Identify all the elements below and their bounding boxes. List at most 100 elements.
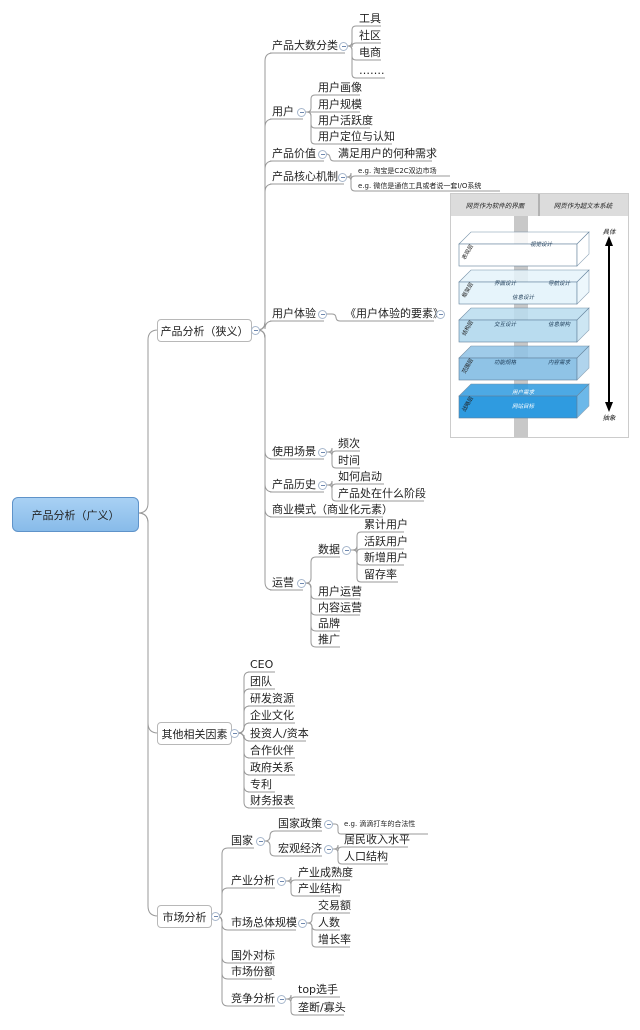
layer-front-face (458, 243, 578, 267)
collapse-toggle-icon[interactable] (436, 310, 445, 319)
category-item[interactable]: ……. (359, 64, 385, 77)
category-item[interactable]: 电商 (359, 46, 381, 59)
size-item[interactable]: 人数 (318, 916, 340, 929)
data-item[interactable]: 新增用户 (364, 551, 408, 564)
scenario-item[interactable]: 时间 (338, 454, 360, 467)
policy-example[interactable]: e.g. 滴滴打车的合法性 (344, 820, 416, 828)
operations-item[interactable]: 品牌 (318, 617, 340, 630)
collapse-toggle-icon[interactable] (256, 837, 265, 846)
user-item[interactable]: 用户画像 (318, 81, 362, 94)
connector-line (211, 847, 229, 917)
figure-header-right: 网页作为超文本系统 (554, 202, 614, 210)
branch-other-factors[interactable]: 其他相关因素 (157, 722, 232, 745)
data-item[interactable]: 累计用户 (364, 518, 408, 531)
connector-line (250, 329, 274, 518)
category-item[interactable]: 工具 (359, 12, 381, 25)
layer-cell-label: 内容需求 (548, 359, 572, 366)
collapse-toggle-icon[interactable] (338, 173, 347, 182)
industry-item[interactable]: 产业结构 (298, 882, 342, 895)
mechanism-example[interactable]: e.g. 淘宝是C2C双边市场 (358, 167, 437, 175)
country-policy[interactable]: 国家政策 (278, 817, 322, 830)
collapse-toggle-icon[interactable] (251, 326, 260, 335)
topic-ux[interactable]: 用户体验 (272, 307, 316, 320)
history-item[interactable]: 如何启动 (338, 470, 382, 483)
history-item[interactable]: 产品处在什么阶段 (338, 487, 426, 500)
industry-item[interactable]: 产业成熟度 (298, 866, 353, 879)
other-item[interactable]: 研发资源 (250, 692, 294, 705)
root-node[interactable]: 产品分析（广义） (12, 497, 139, 532)
connector-line (250, 52, 274, 331)
topic-business-model[interactable]: 商业模式（商业化元素） (272, 503, 393, 516)
collapse-toggle-icon[interactable] (324, 820, 333, 829)
category-item[interactable]: 社区 (359, 29, 381, 42)
layer-top-face (458, 231, 590, 245)
operations-data[interactable]: 数据 (318, 543, 340, 556)
collapse-toggle-icon[interactable] (277, 877, 286, 886)
ux-book[interactable]: 《用户体验的要素》 (345, 307, 444, 320)
size-item[interactable]: 增长率 (318, 933, 351, 946)
data-item[interactable]: 活跃用户 (364, 535, 408, 548)
topic-mechanism[interactable]: 产品核心机制 (272, 170, 338, 183)
market-size[interactable]: 市场总体规模 (231, 916, 297, 929)
collapse-toggle-icon[interactable] (298, 919, 307, 928)
label-abstract: 抽象 (603, 414, 617, 422)
operations-item[interactable]: 内容运营 (318, 601, 362, 614)
topic-history[interactable]: 产品历史 (272, 478, 316, 491)
data-item[interactable]: 留存率 (364, 568, 397, 581)
mechanism-example[interactable]: e.g. 微信是通信工具或者说一套I/O系统 (358, 182, 482, 190)
market-competition[interactable]: 竞争分析 (231, 992, 275, 1005)
collapse-toggle-icon[interactable] (318, 448, 327, 457)
market-share[interactable]: 市场份额 (231, 965, 275, 978)
market-industry[interactable]: 产业分析 (231, 874, 275, 887)
collapse-toggle-icon[interactable] (324, 845, 333, 854)
collapse-toggle-icon[interactable] (318, 481, 327, 490)
competition-item[interactable]: top选手 (298, 983, 339, 996)
user-item[interactable]: 用户活跃度 (318, 114, 373, 127)
market-country[interactable]: 国家 (231, 834, 253, 847)
connector-line (325, 153, 336, 162)
user-item[interactable]: 用户定位与认知 (318, 130, 395, 143)
collapse-toggle-icon[interactable] (297, 108, 306, 117)
other-item[interactable]: 财务报表 (250, 794, 294, 807)
branch-market-analysis[interactable]: 市场分析 (157, 905, 212, 928)
collapse-toggle-icon[interactable] (339, 42, 348, 51)
scenario-item[interactable]: 频次 (338, 437, 360, 450)
collapse-toggle-icon[interactable] (277, 995, 286, 1004)
layer-top-face (458, 307, 590, 321)
arrow-head-up (605, 236, 613, 246)
operations-item[interactable]: 用户运营 (318, 585, 362, 598)
other-item[interactable]: 团队 (250, 675, 272, 688)
collapse-toggle-icon[interactable] (318, 310, 327, 319)
collapse-toggle-icon[interactable] (318, 150, 327, 159)
connector-line (305, 94, 316, 113)
topic-scenarios[interactable]: 使用场景 (272, 445, 316, 458)
collapse-toggle-icon[interactable] (211, 912, 220, 921)
topic-value[interactable]: 产品价值 (272, 147, 316, 160)
connector-line (326, 451, 337, 469)
connector-line (211, 915, 229, 980)
other-item[interactable]: 投资人/资本 (250, 727, 309, 740)
operations-item[interactable]: 推广 (318, 633, 340, 646)
macro-item[interactable]: 人口结构 (344, 850, 388, 863)
other-item[interactable]: 企业文化 (250, 709, 294, 722)
value-detail[interactable]: 满足用户的何种需求 (338, 147, 437, 160)
branch-narrow-analysis[interactable]: 产品分析（狭义） (157, 319, 252, 342)
size-item[interactable]: 交易额 (318, 899, 351, 912)
other-item[interactable]: CEO (250, 658, 274, 671)
other-item[interactable]: 政府关系 (250, 761, 294, 774)
layer-cell-label: 网站目标 (512, 403, 536, 410)
collapse-toggle-icon[interactable] (297, 579, 306, 588)
user-item[interactable]: 用户规模 (318, 98, 362, 111)
market-benchmark[interactable]: 国外对标 (231, 949, 275, 962)
topic-operations[interactable]: 运营 (272, 576, 294, 589)
collapse-toggle-icon[interactable] (342, 546, 351, 555)
macro-item[interactable]: 居民收入水平 (344, 833, 410, 846)
connector-line (250, 320, 274, 331)
collapse-toggle-icon[interactable] (230, 729, 239, 738)
other-item[interactable]: 专利 (250, 778, 272, 791)
topic-categories[interactable]: 产品大数分类 (272, 39, 338, 52)
other-item[interactable]: 合作伙伴 (250, 744, 294, 757)
competition-item[interactable]: 垄断/寡头 (298, 1001, 346, 1014)
topic-users[interactable]: 用户 (272, 105, 294, 118)
country-macro[interactable]: 宏观经济 (278, 842, 322, 855)
